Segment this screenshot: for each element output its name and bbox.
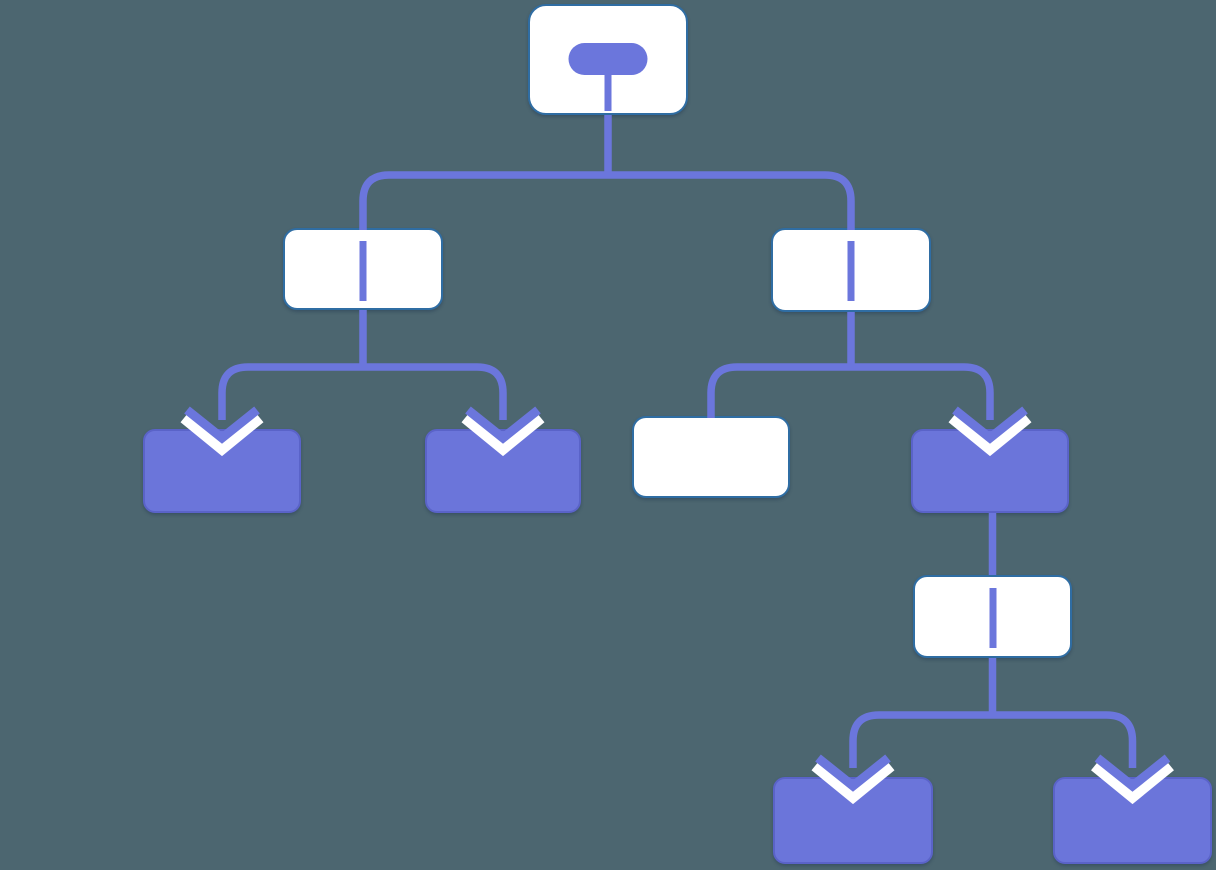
edge-root-branch: [359, 115, 855, 230]
node-root[interactable]: [528, 4, 688, 115]
node-branch-right[interactable]: [771, 228, 931, 312]
node-leaf-sub-2[interactable]: [1053, 777, 1212, 864]
vertical-bar-icon: [359, 241, 367, 301]
node-leaf-left-2[interactable]: [425, 429, 581, 513]
root-stem-icon: [604, 75, 612, 111]
edge-branch-left-branch: [218, 310, 507, 420]
edge-branch-right-branch: [707, 312, 994, 420]
vertical-bar-icon: [847, 241, 855, 301]
node-leaf-sub-1[interactable]: [773, 777, 933, 864]
node-branch-left[interactable]: [283, 228, 443, 310]
node-mid-purple[interactable]: [911, 429, 1069, 513]
node-child-empty[interactable]: [632, 416, 790, 498]
vertical-bar-icon: [989, 588, 996, 648]
node-leaf-left-1[interactable]: [143, 429, 301, 513]
edge-branch-sub-branch: [849, 658, 1137, 768]
node-branch-sub[interactable]: [913, 575, 1072, 658]
root-pill-icon: [568, 43, 648, 75]
